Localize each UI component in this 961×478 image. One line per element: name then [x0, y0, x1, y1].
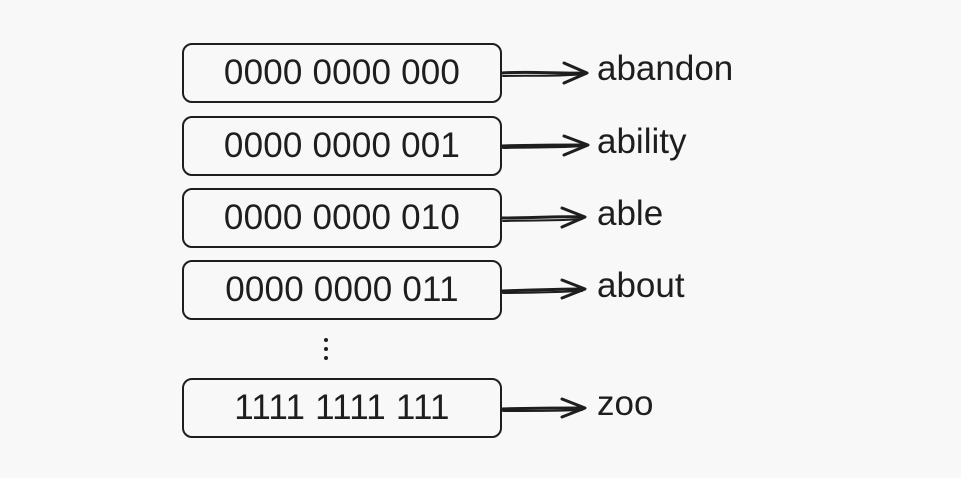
bit-pattern-box: 0000 0000 001 [182, 116, 502, 176]
vertical-ellipsis-icon [324, 338, 328, 360]
mapping-row: 0000 0000 001 ability [0, 116, 961, 180]
arrow-right-icon [500, 61, 589, 85]
word-label: zoo [597, 384, 654, 423]
word-label: ability [597, 122, 687, 161]
mapping-row: 0000 0000 011 about [0, 260, 961, 324]
mapping-row: 0000 0000 010 able [0, 188, 961, 252]
arrow-right-icon [500, 206, 587, 229]
arrow-right-icon [500, 278, 587, 300]
bit-pattern-box: 0000 0000 010 [182, 188, 502, 248]
mapping-row: 0000 0000 000 abandon [0, 43, 961, 107]
word-label: about [597, 266, 685, 305]
word-label: abandon [597, 49, 734, 88]
arrow-right-icon [500, 134, 590, 157]
bit-pattern-box: 0000 0000 000 [182, 43, 502, 103]
bit-pattern-box: 0000 0000 011 [182, 260, 502, 320]
mapping-row: 1111 1111 111 zoo [0, 378, 961, 442]
word-label: able [597, 194, 664, 233]
bit-pattern-box: 1111 1111 111 [182, 378, 502, 438]
arrow-right-icon [500, 397, 587, 419]
